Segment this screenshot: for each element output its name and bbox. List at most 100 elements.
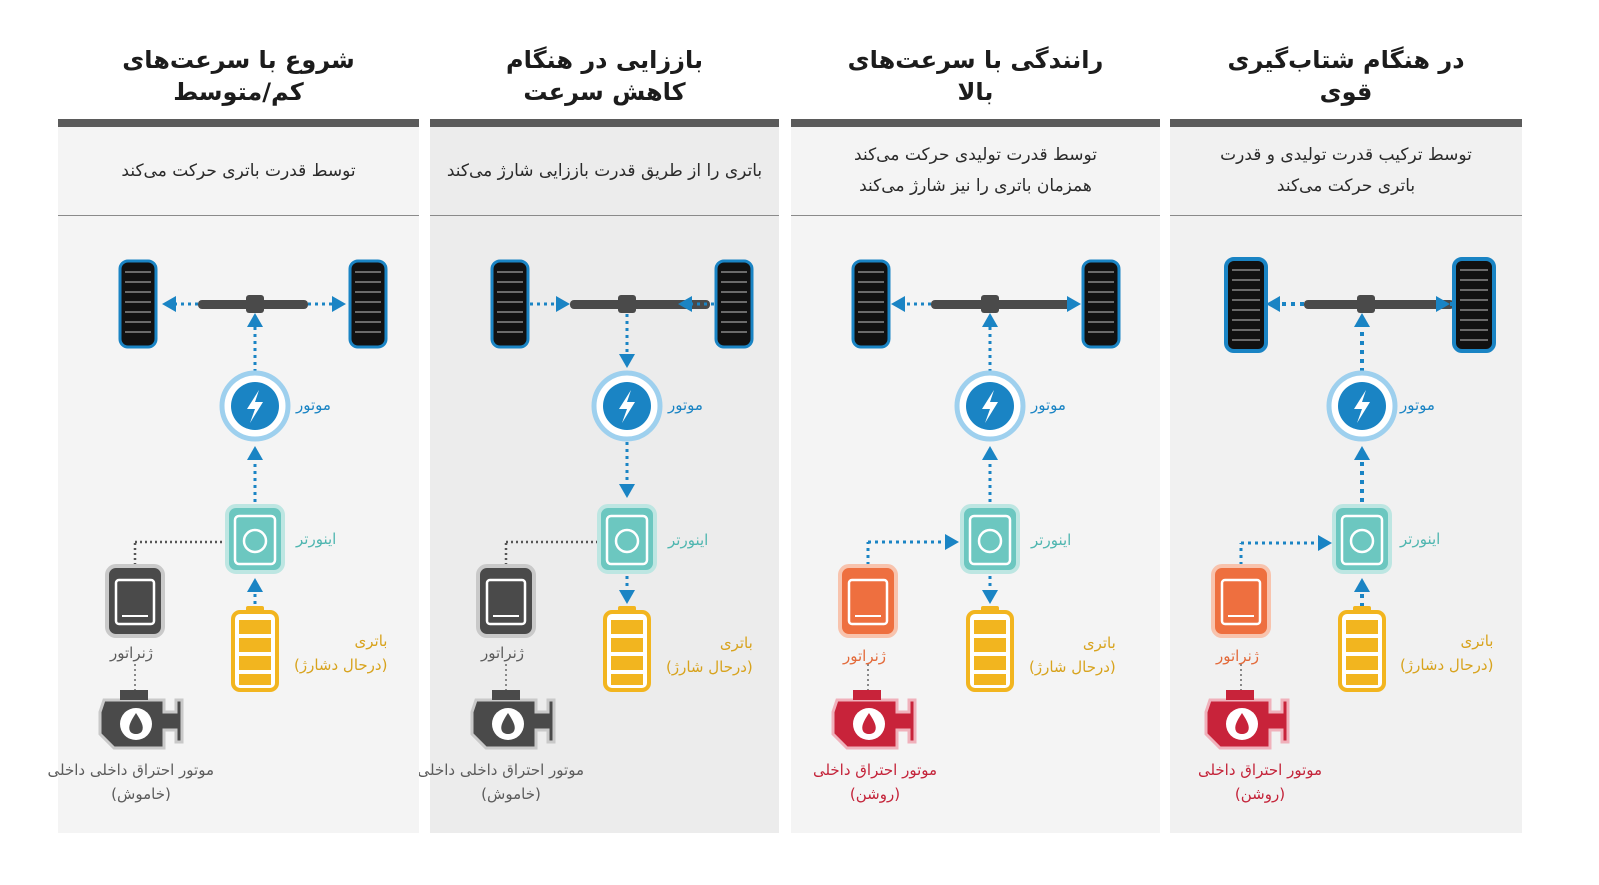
left-wheel-tire-icon	[851, 259, 891, 349]
inactive-generator-link	[133, 540, 225, 565]
generator-label: ژنراتور	[1216, 647, 1260, 665]
flow-inverter-to-motor	[982, 446, 998, 502]
battery-icon	[966, 606, 1014, 692]
battery-label: باتری (درحال شارژ)	[1029, 634, 1116, 676]
mode-column-high-speed: رانندگی با سرعت‌های بالا توسط قدرت تولید…	[791, 0, 1160, 885]
mode-column-regeneration: باززایی در هنگام کاهش سرعت باتری را از ط…	[417, 0, 779, 885]
powertrain-flow-diagram	[470, 259, 754, 750]
battery-icon	[603, 606, 651, 692]
generator-icon	[838, 564, 898, 638]
motor-lightning-icon	[591, 370, 663, 442]
column-title: در هنگام شتاب‌گیری قوی	[1227, 46, 1465, 106]
column-title: باززایی در هنگام کاهش سرعت	[505, 46, 703, 106]
battery-label: باتری (درحال دشارژ)	[294, 632, 388, 674]
engine-icon	[1204, 690, 1290, 750]
flow-arrow-from-right-wheel	[678, 296, 714, 312]
motor-label: موتور	[668, 396, 703, 414]
left-wheel-tire-icon	[490, 259, 530, 349]
flow-battery-to-inverter	[1354, 578, 1370, 607]
generator-label: ژنراتور	[843, 647, 887, 665]
flow-generator-to-inverter	[866, 534, 959, 565]
motor-label: موتور	[1031, 396, 1066, 414]
flow-arrow-to-left-wheel	[891, 296, 931, 312]
flow-battery-to-inverter	[247, 578, 263, 604]
mode-column-strong-acceleration: در هنگام شتاب‌گیری قوی توسط ترکیب قدرت ت…	[1170, 0, 1522, 885]
generator-icon	[105, 564, 165, 638]
engine-icon	[98, 690, 184, 750]
right-wheel-tire-icon	[714, 259, 754, 349]
title-underline-bar	[430, 119, 779, 127]
battery-label: باتری (درحال شارژ)	[666, 634, 753, 676]
inverter-label: اینورتر	[1400, 530, 1441, 548]
engine-label: موتور احتراق داخلی (روشن)	[1197, 761, 1323, 803]
inactive-generator-link	[504, 540, 597, 565]
description-separator	[791, 215, 1160, 216]
left-wheel-tire-icon	[118, 259, 158, 349]
mode-column-low-speed-start: شروع با سرعت‌های کم/متوسط توسط قدرت باتر…	[47, 0, 419, 885]
flow-arrow-from-left-wheel	[530, 296, 570, 312]
motor-lightning-icon	[1326, 370, 1398, 442]
motor-label: موتور	[1400, 396, 1435, 414]
flow-arrow-to-left-wheel	[1266, 296, 1304, 312]
column-title: رانندگی با سرعت‌های بالا	[847, 46, 1104, 106]
flow-inverter-to-motor	[247, 446, 263, 502]
column-description: توسط ترکیب قدرت تولیدی و قدرت باتری حرکت…	[1220, 145, 1472, 196]
engine-label: موتور احتراق داخلی داخلی (خاموش)	[47, 761, 214, 803]
right-wheel-tire-icon	[1081, 259, 1121, 349]
left-wheel-tire-icon	[1224, 257, 1268, 353]
engine-icon	[470, 690, 556, 750]
column-description: توسط قدرت باتری حرکت می‌کند	[121, 160, 356, 181]
engine-label: موتور احتراق داخلی داخلی (خاموش)	[417, 761, 584, 803]
drive-axle	[931, 295, 1071, 313]
powertrain-flow-diagram	[98, 259, 388, 750]
column-description: توسط قدرت تولیدی حرکت می‌کند همزمان باتر…	[854, 145, 1097, 196]
flow-motor-to-axle	[982, 313, 998, 372]
generator-label: ژنراتور	[481, 644, 525, 662]
battery-label: باتری (درحال دشارژ)	[1400, 632, 1494, 674]
description-separator	[1170, 215, 1522, 216]
inverter-icon	[597, 504, 657, 574]
column-description: باتری را از طریق قدرت باززایی شارژ می‌کن…	[446, 160, 763, 181]
flow-inverter-to-battery	[982, 576, 998, 604]
motor-lightning-icon	[219, 370, 291, 442]
inverter-icon	[960, 504, 1020, 574]
title-underline-bar	[1170, 119, 1522, 127]
inverter-label: اینورتر	[296, 530, 337, 548]
flow-arrow-to-right-wheel	[1436, 296, 1454, 312]
powertrain-flow-diagram	[831, 259, 1121, 750]
battery-icon	[231, 606, 279, 692]
inverter-label: اینورتر	[668, 531, 709, 549]
powertrain-flow-diagram	[1204, 257, 1496, 750]
engine-label: موتور احتراق داخلی (روشن)	[812, 761, 938, 803]
flow-motor-to-inverter	[619, 442, 635, 498]
flow-inverter-to-motor	[1354, 446, 1370, 502]
motor-label: موتور	[296, 396, 331, 414]
engine-icon	[831, 690, 917, 750]
right-wheel-tire-icon	[348, 259, 388, 349]
battery-icon	[1338, 606, 1386, 692]
description-separator	[58, 215, 419, 216]
flow-arrow-to-right-wheel	[1067, 296, 1081, 312]
flow-axle-to-motor	[619, 314, 635, 368]
inverter-icon	[1332, 504, 1392, 574]
flow-arrow-to-left-wheel	[162, 296, 198, 312]
generator-label: ژنراتور	[110, 644, 154, 662]
generator-icon	[476, 564, 536, 638]
motor-lightning-icon	[954, 370, 1026, 442]
title-underline-bar	[791, 119, 1160, 127]
flow-motor-to-axle	[247, 313, 263, 372]
drive-axle	[570, 295, 710, 313]
generator-icon	[1211, 564, 1271, 638]
flow-motor-to-axle	[1354, 313, 1370, 372]
drive-axle	[198, 295, 308, 313]
description-separator	[430, 215, 779, 216]
flow-generator-to-inverter	[1239, 535, 1332, 565]
inverter-icon	[225, 504, 285, 574]
drive-axle	[1304, 295, 1454, 313]
inverter-label: اینورتر	[1031, 531, 1072, 549]
right-wheel-tire-icon	[1452, 257, 1496, 353]
title-underline-bar	[58, 119, 419, 127]
flow-arrow-to-right-wheel	[308, 296, 346, 312]
flow-inverter-to-battery	[619, 576, 635, 604]
column-title: شروع با سرعت‌های کم/متوسط	[122, 46, 355, 106]
